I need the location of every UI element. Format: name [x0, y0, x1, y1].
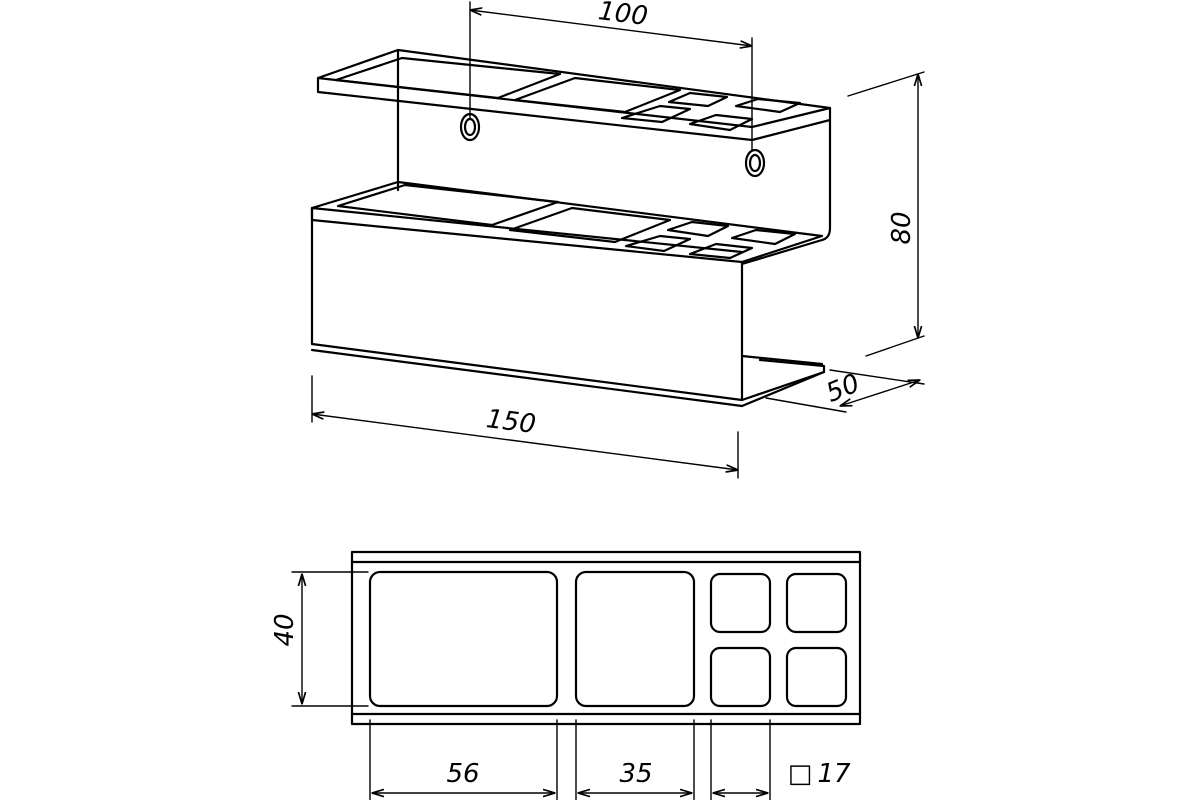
dimension-width: 150 — [312, 375, 738, 479]
dimension-hole-spacing: 100 — [470, 0, 752, 151]
dimension-large-slot: 56 — [369, 719, 558, 800]
mounting-hole-right — [744, 148, 766, 178]
dimension-inner-depth: 40 — [270, 571, 369, 707]
plan-slot-square-2 — [785, 572, 848, 634]
dimension-label-large-slot: 56 — [446, 759, 479, 789]
plan-slot-square-3 — [709, 646, 772, 708]
plan-slot-square-1 — [709, 572, 772, 634]
dimension-medium-slot: 35 — [575, 719, 695, 800]
dimension-depth: 50 — [765, 368, 925, 413]
plan-slot-medium — [574, 570, 696, 708]
front-panel — [310, 206, 826, 408]
dimension-label-square-slot: 17 — [817, 759, 851, 789]
lower-shelf — [310, 180, 824, 264]
dimension-square-slot: □ 17 — [710, 719, 851, 800]
dimension-height: 80 — [847, 71, 925, 357]
plan-slot-large — [368, 570, 559, 708]
isometric-view: 100 80 50 150 — [310, 0, 925, 479]
square-symbol-icon: □ — [788, 759, 813, 789]
back-panel — [396, 48, 832, 266]
top-view: 40 56 35 □ 17 — [270, 550, 862, 800]
plan-outline — [350, 550, 862, 726]
plan-slot-square-4 — [785, 646, 848, 708]
dimension-label-height: 80 — [887, 211, 917, 244]
top-shelf — [316, 48, 832, 142]
dimension-label-hole-spacing: 100 — [597, 0, 650, 32]
dimension-label-medium-slot: 35 — [619, 759, 652, 789]
dimension-label-inner-depth: 40 — [270, 613, 300, 646]
dimension-label-width: 150 — [485, 404, 538, 440]
